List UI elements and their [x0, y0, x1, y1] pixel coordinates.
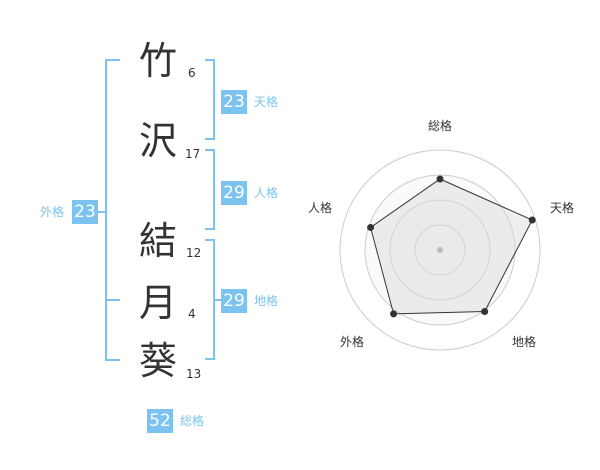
radar-point-2 — [528, 216, 536, 224]
radar-axis-label-5: 人格 — [308, 200, 332, 215]
radar-axis-label-1: 総格 — [428, 118, 452, 133]
radar-axis-label-3: 地格 — [512, 334, 536, 349]
radar-ring — [339, 149, 541, 351]
soukaku-label: 総格 — [180, 414, 205, 428]
radar-axis-label-4: 外格 — [340, 334, 364, 349]
soukaku-value-badge: 52 — [147, 409, 173, 433]
radar-area — [369, 178, 533, 315]
radar-point-5 — [367, 223, 375, 231]
gaikaku-label: 外格 — [40, 205, 65, 219]
stroke-count-5: 13 — [186, 367, 202, 381]
radar-axis-label-2: 天格 — [550, 200, 574, 215]
radar-point-4 — [390, 310, 398, 318]
chikaku-label: 地格 — [254, 294, 279, 308]
radar-center-point — [437, 247, 443, 253]
name-char-4: 月 — [138, 281, 177, 325]
tenkaku-label: 天格 — [254, 95, 279, 109]
radar-point-1 — [436, 175, 444, 183]
stroke-count-4: 4 — [188, 307, 196, 321]
radar-point-3 — [481, 307, 489, 315]
chikaku-value-badge: 29 — [221, 289, 247, 313]
name-char-3: 結 — [138, 219, 177, 263]
stroke-count-3: 12 — [186, 246, 202, 260]
stroke-count-1: 6 — [188, 66, 196, 80]
jinkaku-value-badge: 29 — [221, 181, 247, 205]
name-char-2: 沢 — [138, 119, 177, 163]
tenkaku-value-badge: 23 — [221, 90, 247, 114]
name-char-5: 葵 — [138, 339, 177, 383]
stroke-count-2: 17 — [185, 147, 201, 161]
jinkaku-label: 人格 — [254, 186, 279, 200]
name-char-1: 竹 — [138, 39, 177, 83]
gaikaku-value-badge: 23 — [72, 200, 98, 224]
